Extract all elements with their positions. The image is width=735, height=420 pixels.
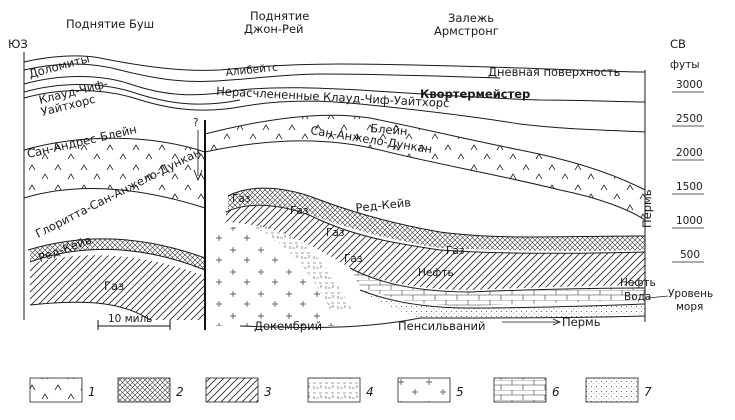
label-gas-3: Газ [326, 227, 344, 239]
label-precambrian: Докембрий [254, 319, 322, 333]
dashed-zone [255, 224, 352, 310]
label-gas-2: Газ [290, 205, 308, 217]
sea-level-label-1: Уровень [668, 288, 713, 300]
elevation-scale: 3000 2500 2000 1500 1000 500 [672, 79, 704, 263]
hatch-right [226, 205, 645, 290]
label-gas-5: Газ [446, 245, 464, 257]
label-surface: Дневная поверхность [488, 65, 621, 79]
crosshatch-right [228, 188, 645, 251]
legend: 1 2 3 4 5 6 7 [29, 377, 652, 403]
header-armstrong-2: Армстронг [434, 24, 499, 38]
label-oil-mid: Нефть [418, 267, 454, 279]
legend-label-4: 4 [366, 385, 374, 399]
scale-tick-1500: 1500 [676, 181, 703, 193]
direction-ne: СВ [670, 37, 686, 51]
label-quartermaster: Квортермейстер [420, 87, 530, 101]
legend-swatch-2 [117, 377, 171, 403]
legend-swatch-1 [29, 377, 83, 403]
layer-fills [24, 115, 645, 326]
scale-unit: футы [670, 59, 700, 71]
scale-bar: 10 миль [97, 313, 171, 330]
legend-label-6: 6 [552, 385, 560, 399]
fault-question-mark: ? [193, 117, 199, 129]
legend-label-3: 3 [264, 385, 272, 399]
label-water: Вода [624, 291, 651, 303]
precambrian-basement [210, 225, 350, 326]
header-armstrong-1: Залежь [448, 11, 494, 25]
legend-label-1: 1 [88, 385, 96, 399]
scale-tick-2500: 2500 [676, 113, 703, 125]
hatch-left [30, 255, 205, 320]
label-alibates: Алибейтс [225, 62, 279, 79]
label-gas-left: Газ [104, 279, 124, 293]
legend-label-2: 2 [176, 385, 184, 399]
legend-swatch-6 [493, 377, 547, 403]
legend-swatch-7 [585, 377, 639, 403]
header-john-ray-1: Поднятие [250, 9, 309, 23]
legend-swatch-5 [397, 377, 451, 403]
label-undivided: Нерасчлененные Клауд-Чиф-Уайтхорс [216, 84, 450, 110]
header-john-ray-2: Джон-Рей [244, 22, 304, 36]
strata-lines [23, 52, 646, 329]
label-blaine: Блейн [370, 121, 408, 138]
label-pennsylvanian: Пенсильваний [398, 319, 485, 333]
label-gas-1: Газ [232, 193, 250, 205]
header-bush: Поднятие Буш [66, 17, 154, 31]
fault-arrow-head [193, 169, 203, 182]
sea-level-label-2: моря [676, 301, 703, 313]
crosshatch-left [30, 238, 205, 270]
direction-sw: ЮЗ [8, 37, 28, 51]
label-oil-right: Нефть [620, 277, 656, 289]
label-permian-bottom: Пермь [562, 315, 601, 329]
legend-label-5: 5 [456, 385, 464, 399]
dotted-zone [360, 288, 645, 319]
legend-swatch-4 [307, 377, 361, 403]
legend-label-7: 7 [644, 385, 652, 399]
scale-tick-3000: 3000 [676, 79, 703, 91]
sea-level-line [647, 295, 669, 299]
san-angelo-duncan-band [24, 138, 205, 208]
scale-tick-2000: 2000 [676, 147, 703, 159]
label-red-cave: Ред-Кейв [355, 195, 412, 215]
scale-bar-label: 10 миль [108, 313, 152, 325]
scale-tick-500: 500 [680, 249, 700, 261]
brick-zone [350, 268, 645, 306]
san-angelo-duncan-band-right [205, 115, 645, 220]
label-permian-vertical: Пермь [640, 189, 654, 228]
label-gas-4: Газ [344, 253, 362, 265]
scale-tick-1000: 1000 [676, 215, 703, 227]
legend-swatch-3 [205, 377, 259, 403]
